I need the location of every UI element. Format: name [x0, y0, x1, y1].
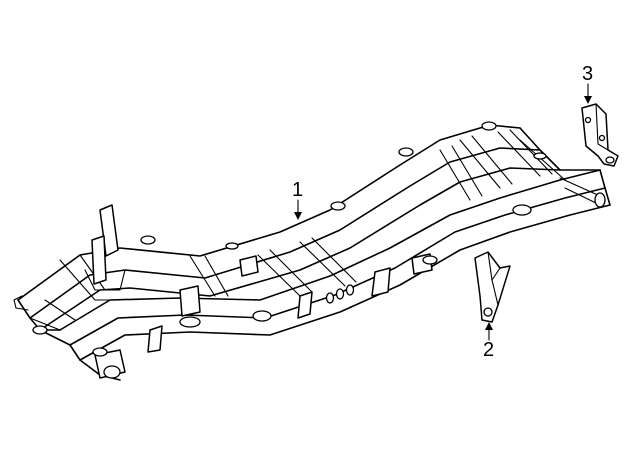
hanger-part	[581, 103, 619, 167]
callout-2: 2	[483, 322, 494, 361]
callout-3: 3	[582, 63, 593, 104]
callout-2-label: 2	[483, 339, 494, 361]
callout-1-label: 1	[292, 179, 303, 201]
bracket-part	[474, 251, 511, 323]
frame-assembly	[13, 121, 611, 381]
callout-3-label: 3	[582, 63, 593, 85]
callout-1: 1	[292, 179, 303, 220]
